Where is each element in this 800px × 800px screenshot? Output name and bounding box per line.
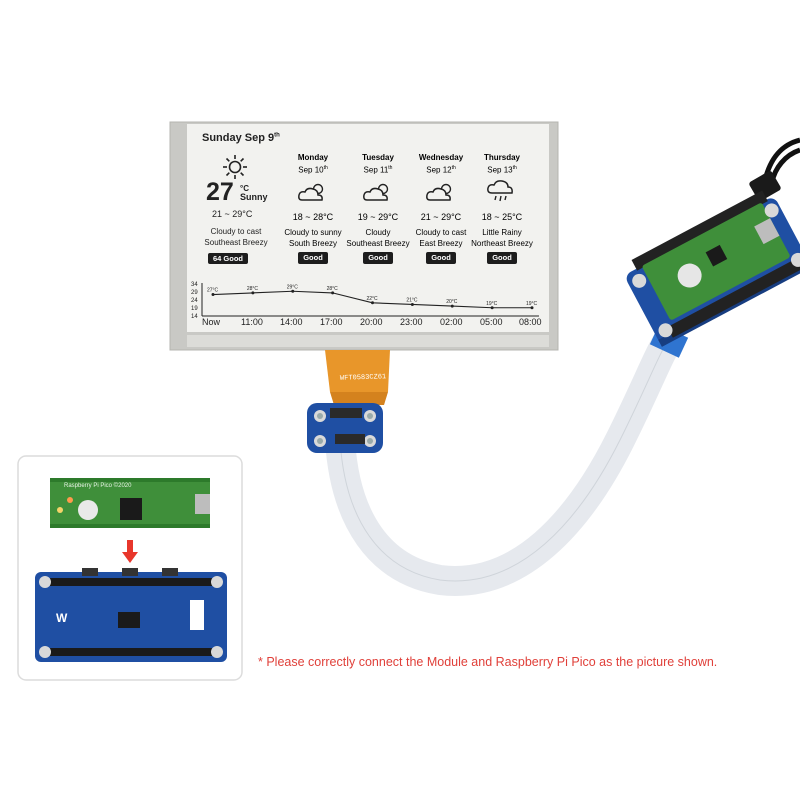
time-label: 23:00	[400, 317, 423, 327]
temperature-point	[530, 306, 534, 310]
flex-connector	[325, 350, 390, 392]
temperature-point-label: 29°C	[287, 284, 299, 290]
forecast-day-4: Thursday Sep 13th 18 ~ 25°C Little Rainy…	[471, 153, 533, 264]
time-label: 17:00	[320, 317, 343, 327]
partly-cloudy-icon	[363, 183, 389, 201]
y-tick: 34	[191, 282, 198, 288]
rain-cloud-icon	[487, 180, 513, 202]
today-aqi-badge: 64 Good	[208, 248, 249, 266]
waveshare-logo: W	[56, 611, 68, 625]
temperature-point	[331, 291, 335, 295]
y-tick: 19	[191, 306, 198, 312]
temperature-point	[211, 293, 215, 297]
temperature-point-label: 21°C	[406, 297, 418, 303]
temperature-point-label: 19°C	[526, 301, 538, 307]
time-label: 11:00	[241, 317, 263, 327]
temperature-point	[371, 301, 374, 305]
temperature-point-label: 19°C	[486, 301, 498, 307]
y-tick: 29	[191, 290, 198, 296]
connection-note: * Please correctly connect the Module an…	[258, 655, 718, 669]
time-label: 02:00	[440, 317, 463, 327]
today-condition: Sunny	[240, 192, 268, 202]
forecast-day-3: Wednesday Sep 12th 21 ~ 29°C Cloudy to c…	[415, 153, 467, 264]
time-label: 05:00	[480, 317, 503, 327]
temperature-point	[410, 302, 414, 306]
temperature-chart: 27°C 28°C 29°C 28°C 22°C 21°C 20°C 19°C 19°C	[201, 283, 539, 317]
inset-pico-label: Raspberry Pi Pico ©2020	[64, 483, 132, 489]
time-label: Now	[202, 317, 221, 327]
temperature-point-label: 27°C	[207, 288, 219, 294]
temperature-point-label: 22°C	[367, 296, 379, 302]
partly-cloudy-icon	[298, 183, 324, 201]
temperature-point	[450, 304, 454, 308]
time-label: 14:00	[280, 317, 303, 327]
today-temperature: 27	[206, 178, 234, 206]
time-label: 08:00	[519, 317, 542, 327]
driver-hat-assembly	[626, 190, 800, 347]
ffc-cable	[325, 325, 685, 596]
today-range: 21 ~ 29°C	[212, 209, 253, 219]
inset-arrow	[127, 540, 133, 552]
temperature-point-label: 20°C	[446, 299, 458, 305]
epaper-screen	[187, 124, 549, 332]
temperature-point-label: 28°C	[327, 286, 339, 292]
temperature-point	[291, 289, 295, 293]
temperature-point	[251, 291, 255, 295]
temperature-point-label: 28°C	[247, 286, 259, 292]
y-tick: 14	[191, 314, 198, 320]
sun-icon	[223, 155, 247, 179]
time-label: 20:00	[360, 317, 383, 327]
temperature-point	[490, 306, 494, 310]
today-description: Cloudy to cast Southeast Breezy	[204, 227, 268, 247]
forecast-day-1: Monday Sep 10th 18 ~ 28°C Cloudy to sunn…	[284, 153, 342, 264]
flex-cable-label: WFT0583CZ61	[339, 373, 387, 383]
screen-date: Sunday Sep 9th	[202, 132, 280, 144]
today-unit: °C	[240, 184, 249, 193]
partly-cloudy-icon	[426, 183, 452, 201]
y-tick: 24	[191, 298, 198, 304]
